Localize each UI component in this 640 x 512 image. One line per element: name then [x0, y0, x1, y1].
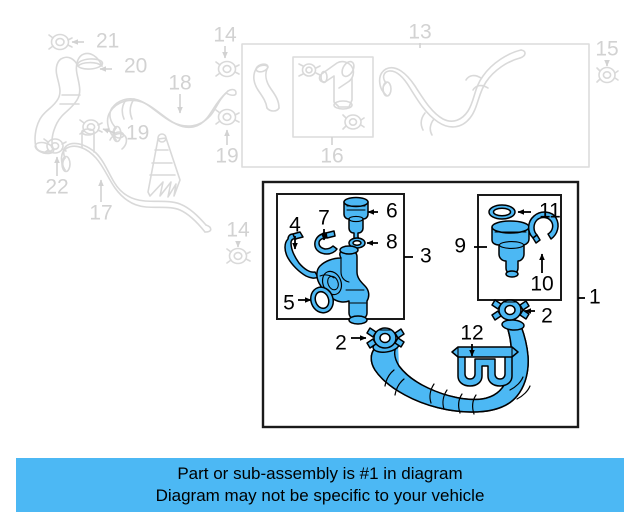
- hose-20-icon: [34, 52, 104, 155]
- clamp-22-icon: [43, 138, 67, 154]
- banner-line-2: Diagram may not be specific to your vehi…: [155, 486, 485, 505]
- callout-16: 16: [320, 145, 343, 168]
- callout-14-top: 14: [213, 24, 237, 47]
- hose-small-icon: [253, 63, 280, 112]
- callout-13: 13: [408, 21, 431, 44]
- ghost-parts-layer: [34, 33, 619, 265]
- callout-7: 7: [318, 207, 330, 230]
- callout-10: 10: [530, 273, 553, 296]
- retainer-clip-4-icon: [284, 231, 319, 279]
- retaining-clip-10-icon: [527, 211, 559, 244]
- callout-3: 3: [420, 245, 432, 268]
- clamp-15-icon: [596, 66, 619, 84]
- callout-6: 6: [386, 200, 398, 223]
- hose-bracket-12-icon: [451, 346, 519, 387]
- callout-2-left: 2: [335, 332, 347, 355]
- callout-12: 12: [460, 322, 483, 345]
- callout-4: 4: [289, 214, 301, 237]
- callout-8: 8: [386, 231, 398, 254]
- coolant-pipe-17-icon: [60, 128, 212, 233]
- main-assembly-box: [261, 180, 580, 429]
- callout-19-right: 19: [215, 145, 238, 168]
- callout-2-right: 2: [541, 305, 553, 328]
- connector-sub-box: [292, 56, 374, 138]
- callout-labels-layer: 1 2 2 3 4 5 6 7 8 9 10 11 12 13 14 14 15…: [45, 21, 618, 355]
- upper-hose-group-box: [241, 43, 590, 168]
- callout-1: 1: [589, 286, 601, 309]
- callout-19-left: 19: [126, 122, 149, 145]
- ghost-leaders-layer: [54, 39, 610, 248]
- hose-18-icon: [106, 88, 237, 143]
- clamp-21-icon: [48, 33, 73, 51]
- clamp-14b-icon: [226, 247, 251, 265]
- callout-5: 5: [283, 292, 295, 315]
- callout-20: 20: [124, 55, 147, 78]
- sensor-seal-8-icon: [348, 237, 366, 249]
- active-leaders-layer: [292, 209, 585, 357]
- banner-line-1: Part or sub-assembly is #1 in diagram: [177, 464, 463, 483]
- callout-9: 9: [454, 235, 466, 258]
- t-connector-16-icon: [298, 60, 365, 130]
- callout-11: 11: [539, 200, 561, 223]
- clamp-19a-icon: [79, 119, 103, 135]
- o-ring-seal-5-icon: [309, 286, 335, 314]
- clamp-14a-icon: [215, 60, 240, 78]
- coolant-sensor-6-icon: [343, 196, 369, 243]
- clip-7-icon: [314, 230, 338, 255]
- callout-14-lower: 14: [226, 219, 250, 242]
- hose-clamp-2a-icon: [366, 327, 405, 349]
- callout-17: 17: [89, 202, 112, 225]
- hose-13-icon: [378, 49, 526, 136]
- hose-clamp-2b-icon: [491, 299, 530, 321]
- thermostat-housing-icon: [316, 245, 370, 325]
- callout-18: 18: [168, 72, 191, 95]
- leader-19a: [102, 128, 116, 134]
- callout-22: 22: [45, 176, 68, 199]
- seal-ring-11-icon: [488, 204, 516, 220]
- highlight-parts-layer: [284, 196, 559, 415]
- disclaimer-banner: Part or sub-assembly is #1 in diagram Di…: [16, 458, 624, 512]
- clamp-19b-icon: [215, 108, 240, 126]
- callout-21: 21: [96, 30, 119, 53]
- connector-9-icon: [491, 220, 530, 278]
- callout-15: 15: [595, 38, 618, 61]
